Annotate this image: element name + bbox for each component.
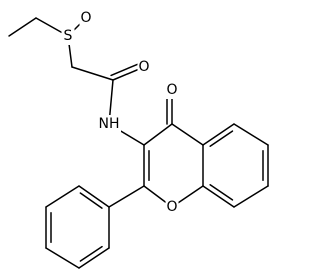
bond-a20-a21-second-line	[79, 192, 103, 209]
atom-label-background	[165, 81, 179, 99]
bond-a20-a21	[78, 185, 110, 208]
bond-a5-a6	[71, 66, 114, 81]
bond-a15-a16	[233, 185, 269, 208]
bond-a12-a13-second-line	[209, 130, 234, 147]
atom-label-n: NH	[99, 116, 120, 132]
atom-label-background	[61, 27, 75, 45]
bond-a6-a7-second-line	[110, 61, 143, 77]
atom-label-o: O	[80, 10, 91, 26]
atom-label-o: O	[166, 82, 177, 98]
atom-label-background	[137, 58, 151, 76]
bond-a13-a14	[233, 123, 269, 146]
bond-a1-a2	[8, 17, 37, 37]
atom-label-s: S	[64, 28, 73, 44]
bond-a10-a12	[171, 123, 204, 146]
atom-label-o: O	[138, 59, 149, 75]
bond-a12-a13	[202, 123, 235, 146]
bond-a16-a17-second-line	[209, 184, 234, 201]
bond-layer	[8, 17, 269, 269]
bond-a23-a24	[45, 247, 80, 269]
atom-label-background	[165, 198, 179, 216]
atom-label-background	[79, 9, 93, 27]
bond-a24-a25-second-line	[79, 245, 103, 262]
bond-a21-a22	[45, 185, 80, 208]
bond-a9-a10	[143, 123, 173, 146]
atom-label-background	[97, 115, 121, 133]
bond-a24-a25	[78, 247, 110, 269]
bond-a19-a20	[108, 185, 145, 208]
atom-label-o: O	[166, 199, 177, 215]
bond-a16-a17	[202, 185, 235, 208]
